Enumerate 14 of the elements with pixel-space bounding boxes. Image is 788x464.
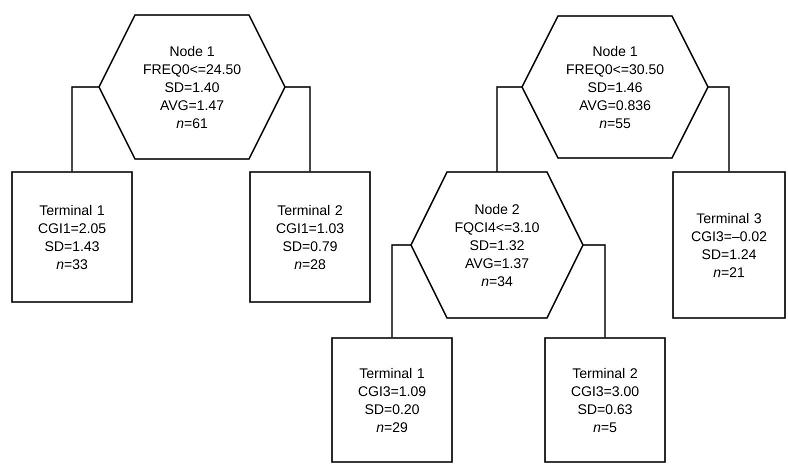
decision-hexagon: Node 2 FQCI4<=3.10 SD=1.32 AVG=1.37 n=34: [410, 171, 584, 319]
connector-line: [391, 244, 411, 338]
decision-hexagon: Node 1 FREQ0<=30.50 SD=1.46 AVG=0.836 n=55: [521, 15, 709, 159]
terminal-box: Terminal 3 CGI3=–0.02 SD=1.24 n=21: [672, 171, 786, 319]
terminal-box: Terminal 1 CGI1=2.05 SD=1.43 n=33: [11, 171, 133, 303]
connector-line: [583, 244, 606, 338]
connector-line: [71, 86, 99, 172]
connector-line: [496, 86, 522, 172]
terminal-box: Terminal 2 CGI3=3.00 SD=0.63 n=5: [544, 337, 666, 463]
terminal-box: Terminal 1 CGI3=1.09 SD=0.20 n=29: [331, 337, 453, 463]
connector-line: [708, 86, 730, 172]
terminal-box: Terminal 2 CGI1=1.03 SD=0.79 n=28: [249, 171, 371, 303]
decision-hexagon: Node 1 FREQ0<=24.50 SD=1.40 AVG=1.47 n=61: [98, 14, 286, 160]
connector-line: [285, 86, 311, 172]
